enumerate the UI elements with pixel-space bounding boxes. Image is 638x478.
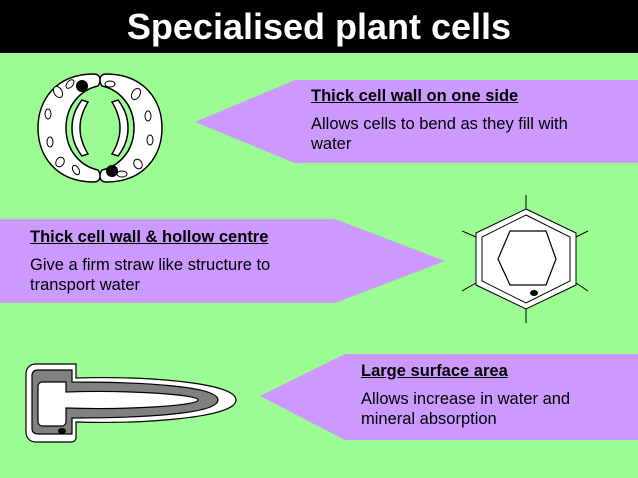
callout-2-body: Give a firm straw like structure to tran… <box>30 256 271 294</box>
root-hair-cell-diagram <box>25 363 237 443</box>
guard-cell-right <box>99 73 163 183</box>
callout-1-text: Thick cell wall on one side Allows cells… <box>311 86 611 154</box>
callout-3-body: Allows increase in water and mineral abs… <box>361 390 571 428</box>
root-hair-nucleus <box>58 428 66 434</box>
callout-3-heading: Large surface area <box>361 362 508 380</box>
callout-2-text: Thick cell wall & hollow centre Give a f… <box>30 227 330 295</box>
guard-cell-left <box>37 73 101 183</box>
xylem-cell-diagram <box>462 195 589 323</box>
callout-2-heading: Thick cell wall & hollow centre <box>30 228 269 246</box>
nucleus-bottom <box>106 165 118 177</box>
xylem-nucleus <box>530 290 538 296</box>
callout-1-body: Allows cells to bend as they fill with w… <box>311 115 568 153</box>
slide-title: Specialised plant cells <box>0 0 638 53</box>
callout-1-heading: Thick cell wall on one side <box>311 87 519 105</box>
nucleus-top <box>76 80 88 92</box>
callout-3-text: Large surface area Allows increase in wa… <box>361 361 621 429</box>
guard-cells-diagram <box>37 73 163 183</box>
chloroplasts <box>44 79 154 178</box>
